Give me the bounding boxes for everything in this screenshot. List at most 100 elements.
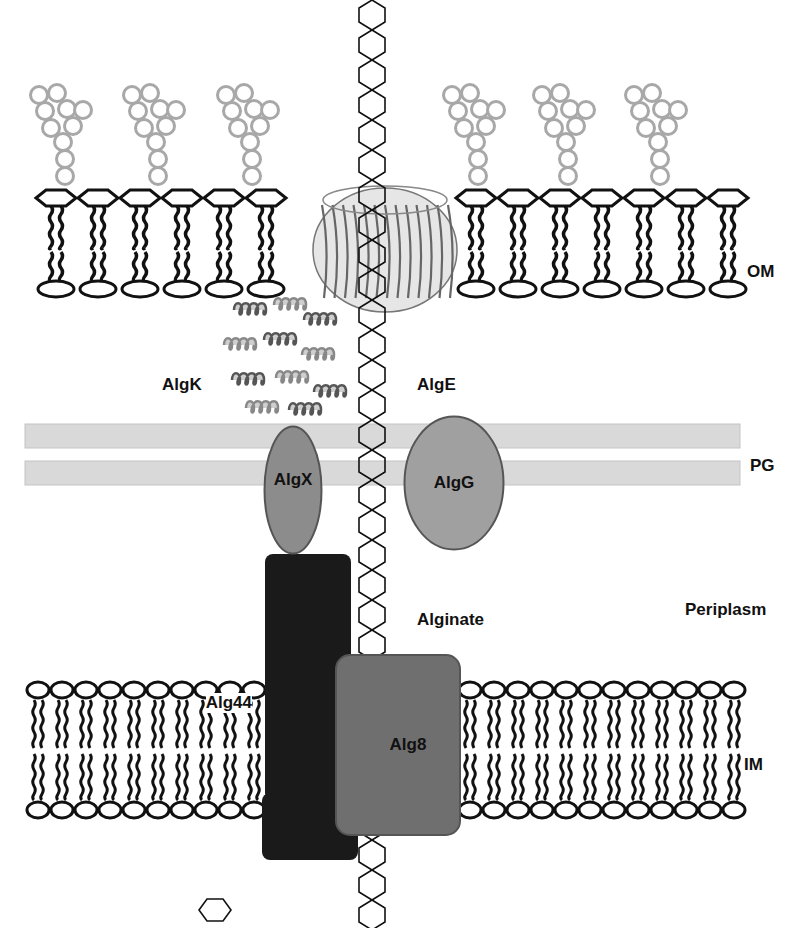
sugar-ring bbox=[224, 103, 241, 120]
lipid-head bbox=[171, 802, 193, 818]
stroke bbox=[513, 754, 516, 800]
stroke bbox=[737, 754, 740, 800]
stroke bbox=[270, 252, 273, 280]
lipid-head bbox=[651, 682, 673, 698]
sugar-ring bbox=[37, 103, 54, 120]
sugar-ring bbox=[632, 103, 649, 120]
lipid-head bbox=[243, 802, 265, 818]
sugar-ring bbox=[158, 118, 175, 135]
lipid-head bbox=[603, 802, 625, 818]
alg8-protein: Alg8 bbox=[335, 654, 461, 836]
stroke bbox=[113, 700, 116, 748]
beta-strand bbox=[396, 205, 401, 298]
stroke bbox=[480, 206, 483, 249]
sugar-ring bbox=[55, 134, 72, 151]
stroke bbox=[606, 206, 609, 249]
lipid-head bbox=[459, 682, 481, 698]
lipid-head bbox=[206, 281, 242, 297]
stroke bbox=[233, 754, 236, 800]
stroke bbox=[489, 754, 492, 800]
stroke bbox=[153, 700, 156, 748]
stroke bbox=[218, 252, 221, 280]
part-label: AlgK bbox=[160, 375, 204, 395]
stroke bbox=[60, 252, 63, 280]
lipid-head bbox=[162, 190, 202, 206]
beta-strand bbox=[354, 205, 359, 298]
stroke bbox=[513, 700, 516, 748]
sugar-ring bbox=[534, 87, 551, 104]
stroke bbox=[554, 206, 557, 249]
lipid-head bbox=[555, 802, 577, 818]
helix bbox=[314, 385, 346, 396]
sugar-ring bbox=[57, 151, 74, 168]
stroke bbox=[92, 252, 95, 280]
sugar-ring bbox=[230, 120, 247, 137]
stroke bbox=[465, 700, 468, 748]
lipid-head bbox=[500, 281, 536, 297]
lipid-head bbox=[699, 682, 721, 698]
stroke bbox=[732, 206, 735, 249]
stroke bbox=[680, 252, 683, 280]
stroke bbox=[50, 206, 53, 249]
stroke bbox=[569, 754, 572, 800]
stroke bbox=[633, 700, 636, 748]
stroke bbox=[129, 700, 132, 748]
sugar-ring bbox=[57, 168, 74, 185]
lipid-head bbox=[699, 802, 721, 818]
stroke bbox=[522, 206, 525, 249]
stroke bbox=[41, 754, 44, 800]
lipid-head bbox=[555, 682, 577, 698]
stroke bbox=[201, 754, 204, 800]
alginate-monomer bbox=[199, 899, 231, 921]
stroke bbox=[161, 754, 164, 800]
helix bbox=[304, 313, 336, 324]
stroke bbox=[65, 700, 68, 748]
lipid-head bbox=[708, 190, 748, 206]
stroke bbox=[113, 754, 116, 800]
lipid-head bbox=[507, 802, 529, 818]
stroke bbox=[641, 700, 644, 748]
lipid-head bbox=[723, 802, 745, 818]
stroke bbox=[648, 252, 651, 280]
lipid-head bbox=[123, 682, 145, 698]
sugar-ring bbox=[558, 134, 575, 151]
stroke bbox=[705, 754, 708, 800]
stroke bbox=[161, 700, 164, 748]
stroke bbox=[102, 206, 105, 249]
sugar-ring bbox=[462, 85, 479, 102]
sugar-ring bbox=[470, 151, 487, 168]
sugar-ring bbox=[652, 151, 669, 168]
sugar-ring bbox=[626, 87, 643, 104]
stroke bbox=[489, 700, 492, 748]
stroke bbox=[137, 754, 140, 800]
lipid-head bbox=[483, 682, 505, 698]
sugar-ring bbox=[478, 118, 495, 135]
stroke bbox=[690, 252, 693, 280]
stroke bbox=[537, 754, 540, 800]
sugar-ring bbox=[468, 134, 485, 151]
sugar-ring bbox=[244, 168, 261, 185]
algx-protein: AlgX bbox=[263, 425, 323, 555]
stroke bbox=[617, 700, 620, 748]
sugar-ring bbox=[43, 120, 60, 137]
lipid-head bbox=[171, 682, 193, 698]
sugar-ring bbox=[236, 85, 253, 102]
stroke bbox=[737, 700, 740, 748]
protein-name: AlgG bbox=[434, 473, 475, 493]
beta-strand bbox=[427, 205, 432, 298]
sugar-ring bbox=[130, 103, 147, 120]
stroke bbox=[129, 754, 132, 800]
lipid-head bbox=[36, 190, 76, 206]
stroke bbox=[228, 206, 231, 249]
part-label: Alginate bbox=[415, 610, 486, 630]
lipid-head bbox=[99, 682, 121, 698]
stroke bbox=[593, 700, 596, 748]
stroke bbox=[564, 206, 567, 249]
lipid-head bbox=[195, 802, 217, 818]
lipid-head bbox=[723, 682, 745, 698]
stroke bbox=[606, 252, 609, 280]
stroke bbox=[713, 754, 716, 800]
sugar-ring bbox=[75, 102, 92, 119]
lipid-head bbox=[579, 682, 601, 698]
stroke bbox=[57, 700, 60, 748]
